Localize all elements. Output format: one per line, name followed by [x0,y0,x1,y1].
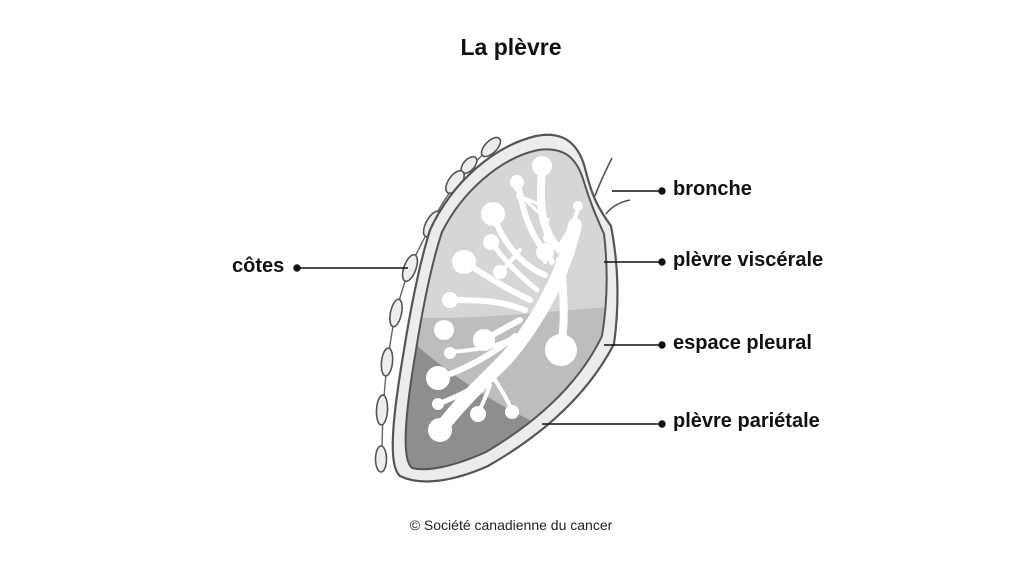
rib [374,445,388,473]
bronchus [594,157,631,215]
alveoli [426,156,583,442]
rib [389,298,403,328]
rib [380,347,394,377]
rib [401,253,419,283]
label-visceral-pleura: plèvre viscérale [673,249,824,271]
leader-lines [293,187,666,428]
leader-dot-parietal [658,420,666,428]
copyright-credit: © Société canadienne du cancer [409,517,613,533]
label-ribs: côtes [232,255,285,277]
label-pleural-space: espace pleural [673,332,812,354]
rib [375,394,389,426]
leader-dot-ribs [293,264,301,272]
leader-dot-bronchus [658,187,666,195]
label-parietal-pleura: plèvre pariétale [673,410,820,432]
rib [480,136,502,158]
diagram-title: La plèvre [460,34,562,60]
leader-dot-visceral [658,258,666,266]
visceral-pleura [404,148,608,471]
label-bronchus: bronche [673,178,752,200]
leader-dot-space [658,341,666,349]
